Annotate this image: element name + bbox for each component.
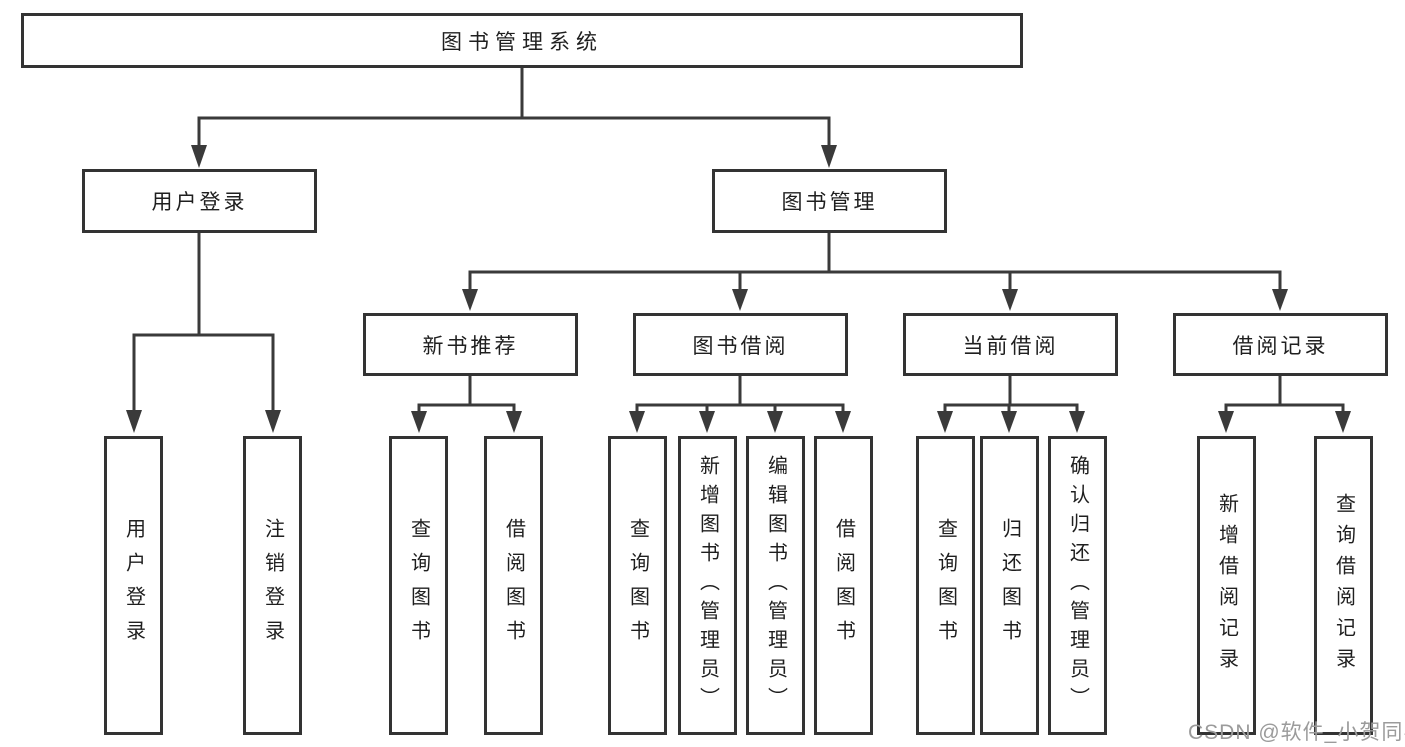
branch-book-management: 图书管理 (712, 169, 947, 233)
leaf-label: 用户登录 (122, 517, 145, 654)
section-book-borrow: 图书借阅 (633, 313, 848, 376)
leaf-user-login: 用户登录 (104, 436, 163, 735)
leaf-query-book-3: 查询图书 (916, 436, 975, 735)
leaf-label: 确认归还（管理员） (1066, 455, 1089, 716)
section-label: 借阅记录 (1232, 334, 1329, 358)
leaf-logout-login: 注销登录 (243, 436, 302, 735)
branch-label: 用户登录 (151, 191, 248, 214)
branch-user-login: 用户登录 (82, 169, 317, 233)
leaf-label: 借阅图书 (502, 517, 525, 654)
leaf-label: 查询图书 (934, 517, 957, 654)
leaf-label: 查询图书 (407, 517, 430, 654)
csdn-watermark: CSDN @软件_小贺同学 (1188, 721, 1405, 744)
branch-label: 图书管理 (781, 191, 878, 214)
leaf-label: 注销登录 (261, 517, 284, 654)
section-current-borrow: 当前借阅 (903, 313, 1118, 376)
leaf-edit-book-admin: 编辑图书（管理员） (746, 436, 805, 735)
leaf-query-book-2: 查询图书 (608, 436, 667, 735)
leaf-add-borrow-record: 新增借阅记录 (1197, 436, 1256, 735)
section-new-book-recommend: 新书推荐 (363, 313, 578, 376)
leaf-add-book-admin: 新增图书（管理员） (678, 436, 737, 735)
section-label: 图书借阅 (692, 334, 789, 358)
leaf-query-borrow-record: 查询借阅记录 (1314, 436, 1373, 735)
leaf-borrow-book-2: 借阅图书 (814, 436, 873, 735)
leaf-label: 归还图书 (998, 517, 1021, 654)
root-label: 图书管理系统 (441, 30, 603, 54)
leaf-label: 查询借阅记录 (1332, 492, 1355, 679)
leaf-label: 编辑图书（管理员） (764, 455, 787, 716)
section-label: 当前借阅 (962, 334, 1059, 358)
leaf-borrow-book: 借阅图书 (484, 436, 543, 735)
leaf-query-book: 查询图书 (389, 436, 448, 735)
leaf-label: 查询图书 (626, 517, 649, 654)
section-borrow-records: 借阅记录 (1173, 313, 1388, 376)
leaf-confirm-return-admin: 确认归还（管理员） (1048, 436, 1107, 735)
section-label: 新书推荐 (422, 334, 519, 358)
leaf-return-book: 归还图书 (980, 436, 1039, 735)
leaf-label: 新增借阅记录 (1215, 492, 1238, 679)
leaf-label: 借阅图书 (832, 517, 855, 654)
root-node: 图书管理系统 (21, 13, 1023, 68)
leaf-label: 新增图书（管理员） (696, 455, 719, 716)
